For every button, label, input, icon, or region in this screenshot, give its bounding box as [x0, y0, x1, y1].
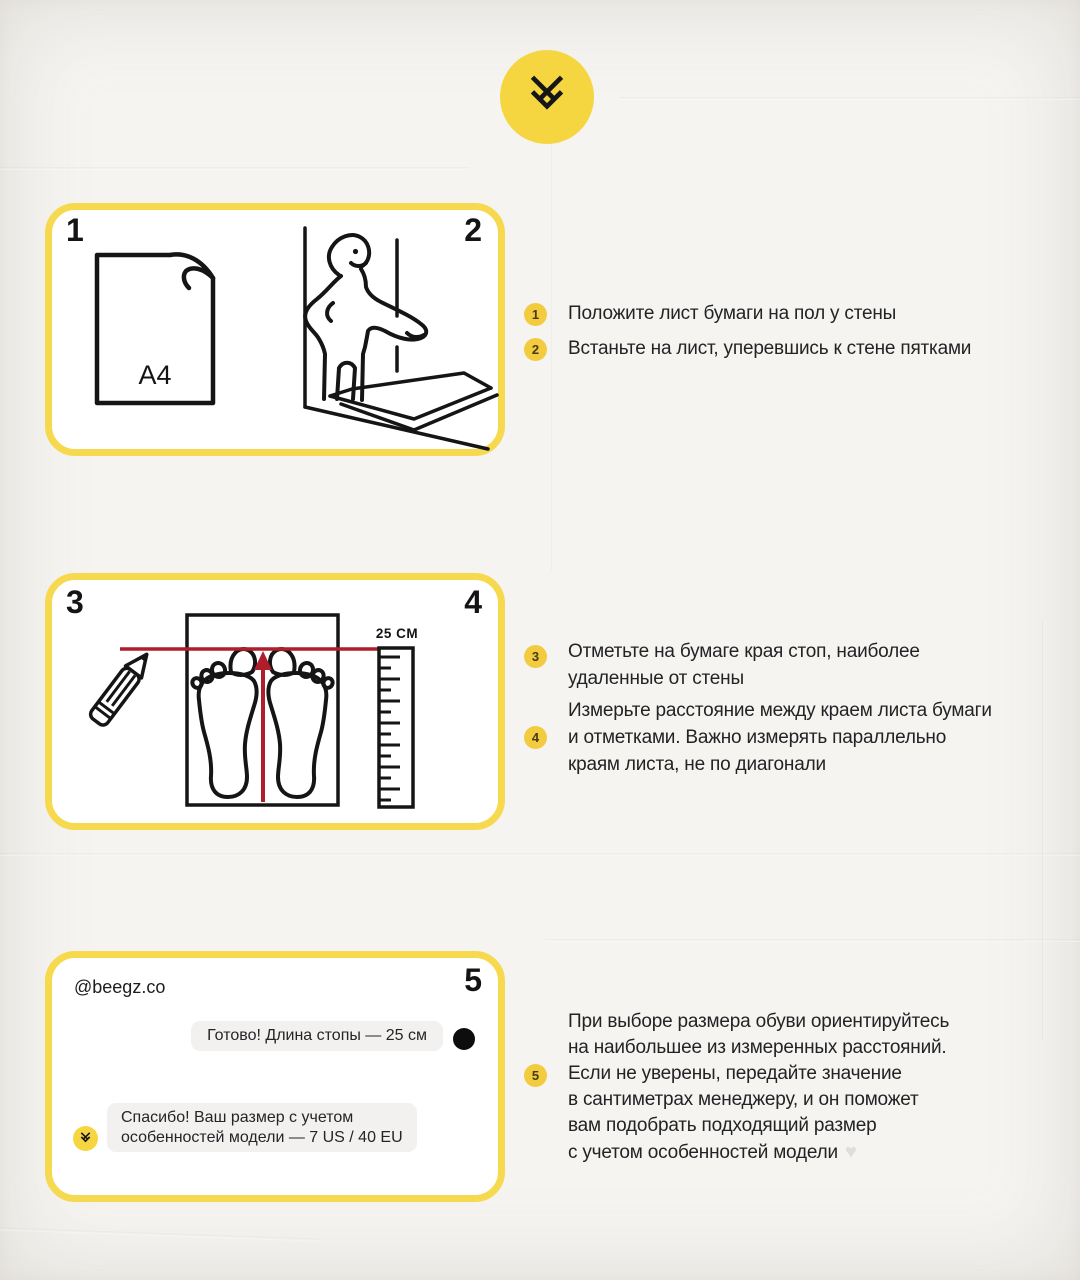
- beegz-glyph-icon: [80, 1132, 91, 1143]
- measure-arrow-head: [254, 651, 272, 670]
- panel-step-5-chat: [45, 951, 505, 1202]
- a4-paper-icon: [94, 252, 216, 406]
- paper-crease: [620, 97, 1080, 100]
- chat-message-outgoing: Готово! Длина стопы — 25 см: [191, 1021, 443, 1051]
- step-1-badge: 1: [524, 303, 547, 326]
- step-3-text: Отметьте на бумаге края стоп, наиболее у…: [568, 641, 920, 689]
- a4-label: A4: [138, 360, 172, 390]
- account-handle: @beegz.co: [74, 977, 166, 997]
- heart-icon: ♥: [844, 1141, 857, 1163]
- ruler-icon: [377, 646, 415, 809]
- step-2-badge: 2: [524, 338, 547, 361]
- paper-crease: [1042, 620, 1045, 1040]
- panel2-number-right: 4: [464, 584, 482, 620]
- person-eye: [352, 248, 359, 255]
- brand-logo: [500, 50, 594, 144]
- step-1-text: Положите лист бумаги на пол у стены: [568, 303, 897, 324]
- panel1-number-left: 1: [66, 212, 84, 248]
- left-footprint: [190, 647, 259, 800]
- paper-crease: [0, 853, 1080, 856]
- paper-crease: [545, 939, 1080, 942]
- right-footprint: [266, 647, 335, 800]
- beegz-glyph-icon: [530, 75, 564, 110]
- step-5-badge: 5: [524, 1064, 547, 1087]
- ruler-ticks: [379, 655, 400, 802]
- paper-crease: [0, 1227, 320, 1242]
- panel1-number-right: 2: [464, 212, 482, 248]
- panel3-number: 5: [464, 962, 482, 998]
- paper-crease: [551, 140, 554, 570]
- person-at-wall-illustration: [303, 226, 499, 451]
- chat-message-incoming: Спасибо! Ваш размер с учетом особенносте…: [107, 1103, 417, 1152]
- brand-avatar: [73, 1126, 98, 1151]
- step-5-text: При выборе размера обуви ориентируйтесь …: [568, 1011, 950, 1163]
- step-4-badge: 4: [524, 726, 547, 749]
- paper-crease: [0, 167, 470, 170]
- foot-measuring-illustration: [88, 613, 415, 809]
- step-2-text: Встаньте на лист, уперевшись к стене пят…: [568, 338, 972, 359]
- user-avatar: [453, 1028, 475, 1050]
- panel2-number-left: 3: [66, 584, 84, 620]
- ruler-length-label: 25 CM: [375, 626, 419, 641]
- step-4-text: Измерьте расстояние между краем листа бу…: [568, 700, 992, 775]
- pencil-icon: [88, 652, 149, 727]
- step-3-badge: 3: [524, 645, 547, 668]
